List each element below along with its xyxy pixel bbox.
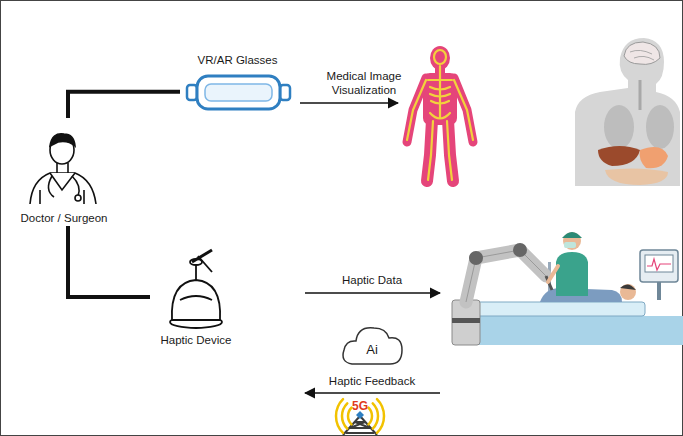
skeleton-figure-part-part xyxy=(428,121,452,180)
robotic-surgery-scene-part xyxy=(562,232,582,238)
doctor-icon-part xyxy=(48,176,79,197)
organs-figure-part xyxy=(640,147,668,168)
arrow-label: Haptic Feedback xyxy=(302,375,442,389)
node-label: VR/AR Glasses xyxy=(196,54,280,68)
robotic-surgery-scene-part xyxy=(563,232,581,250)
skeleton-figure-part-part xyxy=(428,80,452,104)
organs-figure-part xyxy=(575,38,680,186)
organs-figure-part xyxy=(605,168,668,185)
haptic-device-icon-part xyxy=(180,296,212,300)
robotic-surgery-scene-part xyxy=(556,252,588,296)
organs-figure xyxy=(575,38,680,186)
robotic-surgery-scene-part xyxy=(466,250,546,302)
skeleton-figure-part-part xyxy=(407,80,473,140)
ai-cloud xyxy=(343,328,402,364)
doctor-icon-part xyxy=(50,173,75,190)
doctor-icon-part xyxy=(40,190,84,204)
doctor-icon-part xyxy=(57,163,68,173)
skeleton-figure-part-part xyxy=(430,113,450,119)
icon-text: 5G xyxy=(340,399,380,413)
organs-figure-part xyxy=(646,105,674,149)
vr-glasses-icon-part xyxy=(205,84,272,101)
arrow-label: Haptic Data xyxy=(312,274,432,288)
organs-figure-part xyxy=(604,105,634,149)
robotic-surgery-scene-part xyxy=(640,250,678,282)
doctor-icon-part xyxy=(30,173,96,204)
cell-tower xyxy=(336,399,384,435)
cell-tower-part-part xyxy=(377,399,384,433)
arrow-label: Medical Image Visualization xyxy=(318,70,410,98)
connector-line xyxy=(68,92,180,118)
doctor-icon-part xyxy=(50,134,75,146)
doctor-icon-part xyxy=(75,195,81,201)
robotic-surgery-scene-part xyxy=(647,259,671,270)
doctor-icon xyxy=(30,134,96,204)
robotic-surgery-scene-part xyxy=(455,316,683,345)
arrow-line xyxy=(305,392,440,394)
skeleton-figure-part xyxy=(407,50,473,180)
cell-tower-part xyxy=(336,399,384,433)
organs-figure-part xyxy=(639,80,642,110)
vr-glasses-icon xyxy=(187,76,290,109)
haptic-device-icon-part xyxy=(198,256,212,272)
cell-tower-part-part xyxy=(373,403,378,428)
arrow-line xyxy=(305,292,440,294)
cell-tower-part-part xyxy=(342,403,347,428)
organs-figure-part xyxy=(630,50,654,60)
robotic-surgery-scene-part xyxy=(469,251,483,265)
skeleton-figure xyxy=(407,46,473,181)
haptic-device-icon-part xyxy=(172,280,220,320)
robotic-surgery-scene-part xyxy=(465,302,645,316)
node-label: Doctor / Surgeon xyxy=(19,212,110,226)
arrow-line xyxy=(300,102,398,104)
robotic-surgery-scene-part xyxy=(564,242,576,248)
node-label: Haptic Device xyxy=(159,334,234,348)
robotic-surgery-scene-part xyxy=(657,282,661,300)
robotic-surgery-scene-part xyxy=(645,255,673,272)
icon-text: Ai xyxy=(352,342,392,358)
skeleton-figure-part-part xyxy=(434,50,446,64)
skeleton-figure-part-part xyxy=(439,66,441,118)
robotic-surgery-scene-part xyxy=(466,250,546,302)
haptic-device-icon xyxy=(170,250,222,328)
robotic-surgery-scene-part xyxy=(548,266,558,282)
device-figure: Haptic Device xyxy=(150,246,242,348)
actor-figure: Doctor / Surgeon xyxy=(12,118,116,226)
robotic-surgery-scene-part xyxy=(620,284,636,290)
cell-tower-part-part xyxy=(348,408,352,425)
cell-tower-part-part xyxy=(368,408,372,425)
device-figure: VR/AR Glasses xyxy=(180,54,295,112)
robotic-surgery-scene-part xyxy=(620,284,636,300)
cell-tower-part-part xyxy=(336,399,343,433)
organs-figure-part xyxy=(624,42,660,64)
connector-line xyxy=(68,226,150,297)
robotic-surgery-scene-part xyxy=(513,243,527,257)
vr-glasses-icon-part xyxy=(197,76,280,109)
robotic-surgery-scene xyxy=(452,232,683,345)
organs-figure-part xyxy=(598,146,640,166)
robotic-surgery-scene-part xyxy=(452,318,480,323)
